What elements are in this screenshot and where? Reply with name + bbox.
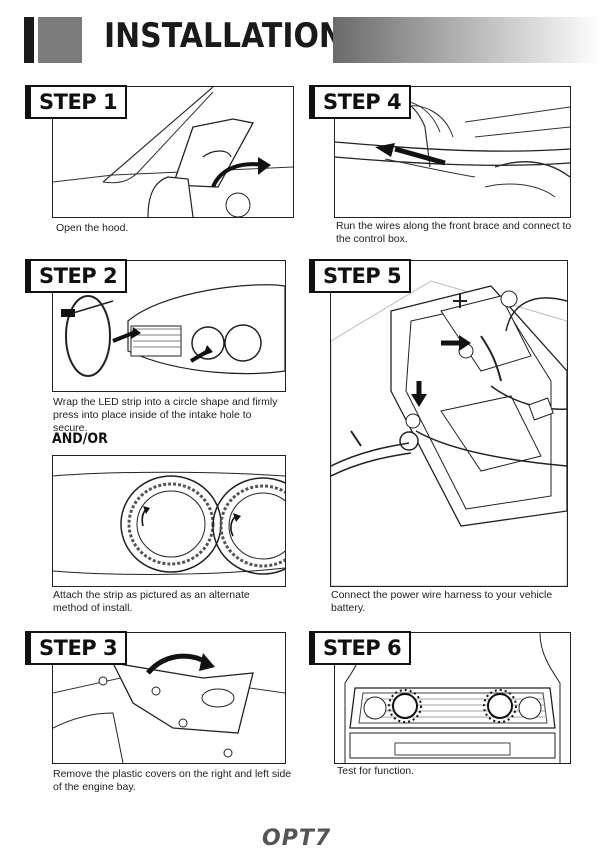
step-2-alt-caption: Attach the strip as pictured as an alter…: [53, 589, 250, 614]
step-2-alt-illustration: [52, 455, 286, 587]
and-or-divider: AND/OR: [52, 431, 108, 447]
brand-logo: OPT7: [262, 826, 332, 851]
page-title: INSTALLATION: [104, 16, 344, 56]
step-2-label: STEP 2: [24, 259, 128, 293]
header-accent-bar: [24, 17, 34, 63]
route-wires-drawing: [335, 95, 570, 198]
header-accent-block: [38, 17, 82, 63]
step-6-label: STEP 6: [308, 631, 412, 665]
led-strip-intake-drawing: [61, 284, 285, 377]
remove-covers-drawing: [53, 653, 285, 763]
step-1-label: STEP 1: [24, 85, 128, 119]
led-strip-headlight-drawing: [53, 471, 285, 575]
header-gradient-bar: [333, 17, 602, 63]
step-3-caption: Remove the plastic covers on the right a…: [53, 768, 292, 793]
test-function-drawing: [344, 633, 561, 763]
step-6-caption: Test for function.: [337, 765, 415, 777]
step-5-caption: Connect the power wire harness to your v…: [331, 589, 553, 614]
battery-connection-drawing: [331, 280, 567, 586]
step-1-caption: Open the hood.: [56, 222, 129, 234]
open-hood-drawing: [53, 87, 293, 217]
step-1-illustration: [52, 86, 294, 218]
step-5-label: STEP 5: [308, 259, 412, 293]
step-2-caption: Wrap the LED strip into a circle shape a…: [53, 396, 278, 434]
step-3-label: STEP 3: [24, 631, 128, 665]
step-4-caption: Run the wires along the front brace and …: [336, 220, 572, 245]
step-5-illustration: [330, 260, 568, 587]
step-4-label: STEP 4: [308, 85, 412, 119]
